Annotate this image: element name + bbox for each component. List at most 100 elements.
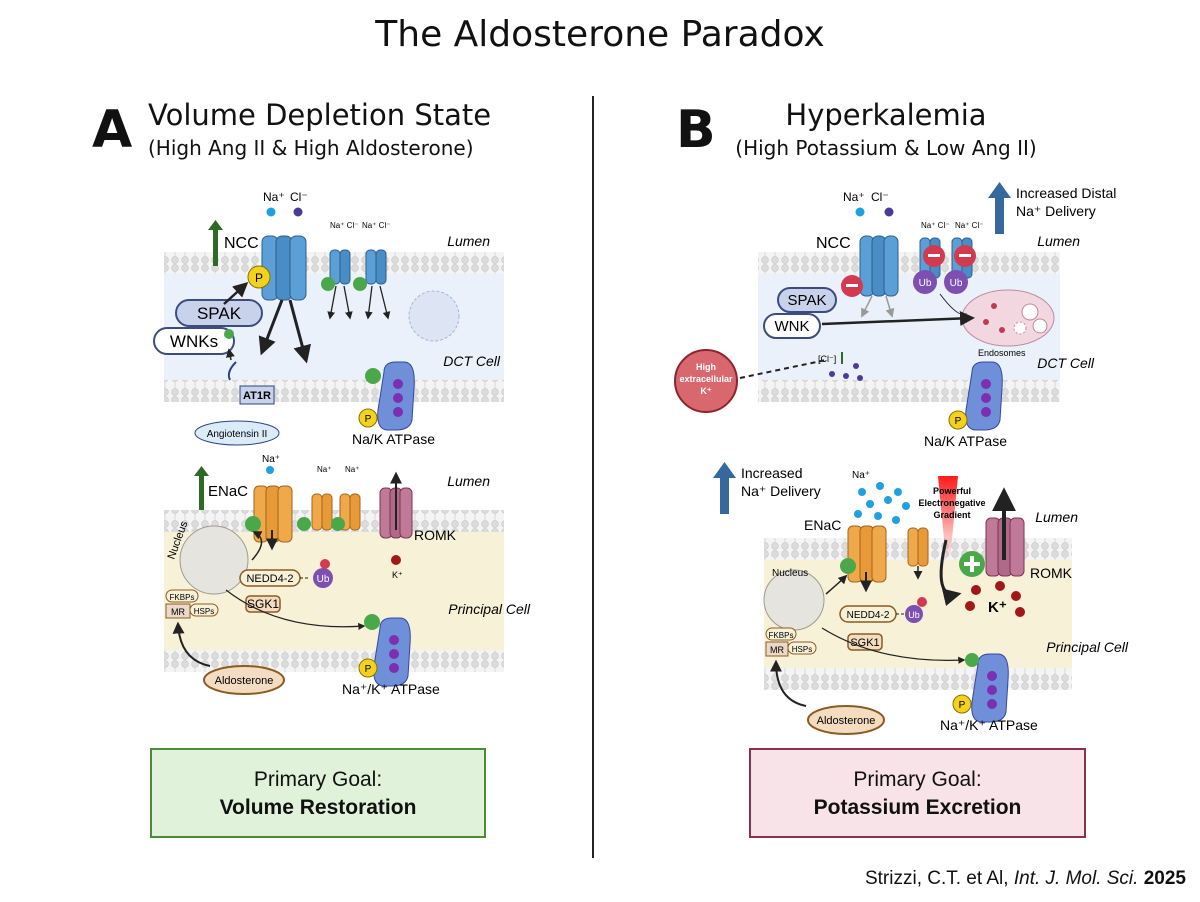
ncc-phospho-label: P [255, 271, 263, 285]
b-small-ion-label-1: Na⁺ Cl⁻ [921, 221, 949, 230]
mr-to-pump-b-arrow [821, 627, 966, 664]
pc-a-pump-plus-icon [364, 614, 380, 630]
dct-a-cl-label: Cl⁻ [290, 190, 308, 204]
pc-b-k-label: K⁺ [988, 599, 1007, 616]
k-signal-dashed-line [739, 359, 827, 379]
aldo-to-mr-arrow [172, 621, 211, 667]
romk-a-label: ROMK [414, 527, 457, 543]
pc-b-cell-label: Principal Cell [1046, 639, 1129, 655]
goal-a-line1: Primary Goal: [253, 768, 383, 791]
wnks-label: WNKs [170, 332, 218, 351]
nucleus-to-enac-arrow [251, 531, 263, 561]
enac-up-arrow-icon [199, 474, 204, 510]
pc-a-pump-phospho-label: P [365, 664, 372, 675]
enac-a-small-channels [297, 493, 361, 531]
wnk-b-box [763, 313, 821, 339]
ncc-up-arrow-head-icon [208, 220, 223, 230]
romk-b-label: ROMK [1030, 565, 1073, 581]
k-ion [391, 555, 401, 565]
spak-a-label: SPAK [197, 304, 242, 323]
ncc-phospho-icon [247, 265, 271, 289]
nedd-b-label: NEDD4-2 [847, 610, 890, 621]
spak-a-box [175, 299, 263, 327]
mr-a-label: MR [171, 607, 185, 617]
pump-a-phospho-label: P [365, 414, 372, 425]
romk-a-channel [379, 471, 413, 539]
pc-b-na-label: Na⁺ [852, 470, 870, 481]
enac-b-channel [847, 525, 887, 593]
panel-b-letter: B [676, 100, 716, 160]
goal-box-b: Primary Goal: Potassium Excretion [749, 748, 1086, 838]
pc-b-basolateral-membrane [764, 668, 1072, 690]
b-small-ion-label-2: Na⁺ Cl⁻ [955, 221, 983, 230]
cl-ion [293, 207, 303, 217]
pc-a-k-label: K⁺ [392, 570, 403, 580]
panel-b-heading: Hyperkalemia (High Potassium & Low Ang I… [726, 98, 1046, 160]
cl-intra-up-arrow [841, 352, 843, 364]
ub-a-label: Ub [317, 574, 330, 585]
vesicle-icon [408, 290, 460, 342]
aldosterone-a-ellipse [203, 665, 285, 695]
dct-b-pump-label: Na/K ATPase [924, 433, 1007, 449]
goal-b-line2: Potassium Excretion [813, 796, 1022, 819]
ub-a-minus-icon [320, 559, 330, 569]
enac-up-arrow-head-icon [194, 466, 209, 476]
nucleus-b-label: Nucleus [772, 568, 808, 579]
mr-to-pump-arrow [225, 589, 366, 630]
goal-a-line2: Volume Restoration [219, 796, 417, 819]
ncc-a-label: NCC [224, 235, 259, 252]
fkbps-b-box [765, 627, 797, 641]
dct-b-pump [965, 361, 1003, 431]
aldosterone-b-ellipse [807, 705, 885, 735]
mr-b-label: MR [770, 645, 784, 655]
gradient-beam [938, 476, 958, 560]
ub-b3-icon [905, 605, 923, 623]
panel-b-principal: Lumen Principal Cell Increased Na⁺ Deliv… [713, 462, 1129, 735]
citation-year: 2025 [1143, 868, 1186, 889]
pc-delivery-up-arrow-head-icon [713, 462, 736, 478]
dct-b-lumen-label: Lumen [1037, 233, 1080, 249]
wnks-plus-icon [224, 329, 234, 339]
pc-delivery-up-arrow-icon [720, 478, 729, 514]
dct-b-apical-membrane [758, 252, 1060, 274]
wnks-box [153, 327, 235, 355]
panel-b-title: Hyperkalemia [785, 98, 987, 132]
spak-b-box [777, 287, 837, 313]
gradient-line3: Gradient [933, 510, 970, 520]
angiotensin-label: Angiotensin II [207, 429, 268, 440]
dct-b-cell-label: DCT Cell [1037, 355, 1095, 371]
panel-a-letter: A [92, 100, 133, 160]
dct-b-pump-phospho-icon [948, 410, 968, 430]
angiotensin-ellipse [194, 420, 280, 446]
hsps-b-label: HSPs [792, 645, 812, 654]
enac-b-plus-icon [840, 558, 856, 574]
hsps-a-box [189, 603, 219, 617]
dct-b-na-label: Na⁺ [843, 190, 865, 204]
pump-a-plus-icon [365, 368, 381, 384]
high-k-line3: K⁺ [700, 386, 711, 396]
enac-a-plus-icon [245, 516, 261, 532]
ub-b2-icon [944, 270, 968, 294]
distal-delivery-line2: Na⁺ Delivery [1016, 203, 1096, 219]
citation-authors: Strizzi, C.T. et Al, [864, 868, 1014, 889]
dct-a-lumen-label: Lumen [447, 233, 490, 249]
pc-a-pump-phospho-icon [358, 658, 378, 678]
pc-a-cell-label: Principal Cell [448, 601, 531, 617]
aldosterone-b-label: Aldosterone [817, 715, 876, 727]
wnk-b-label: WNK [775, 318, 810, 335]
pc-a-small-na-2: Na⁺ [345, 465, 359, 474]
pc-b-pump [971, 653, 1009, 723]
hsps-a-label: HSPs [194, 607, 214, 616]
panel-divider [592, 96, 594, 858]
at1r-label: AT1R [243, 390, 271, 402]
dct-b-pump-phospho-label: P [955, 416, 962, 427]
pc-b-pump-phospho-icon [952, 694, 972, 714]
at1r-to-wnk-arrow [225, 348, 235, 361]
gradient-line1: Powerful [933, 486, 971, 496]
pc-a-lumen-label: Lumen [447, 473, 490, 489]
endosome-cluster [961, 289, 1055, 347]
citation-journal: Int. J. Mol. Sci. [1013, 868, 1139, 889]
panel-a-principal: Lumen Principal Cell ENaC Na⁺ Na⁺ Na⁺ [164, 454, 531, 697]
panel-a-subtitle: (High Ang II & High Aldosterone) [148, 136, 474, 160]
goal-b-line1: Primary Goal: [853, 768, 982, 791]
